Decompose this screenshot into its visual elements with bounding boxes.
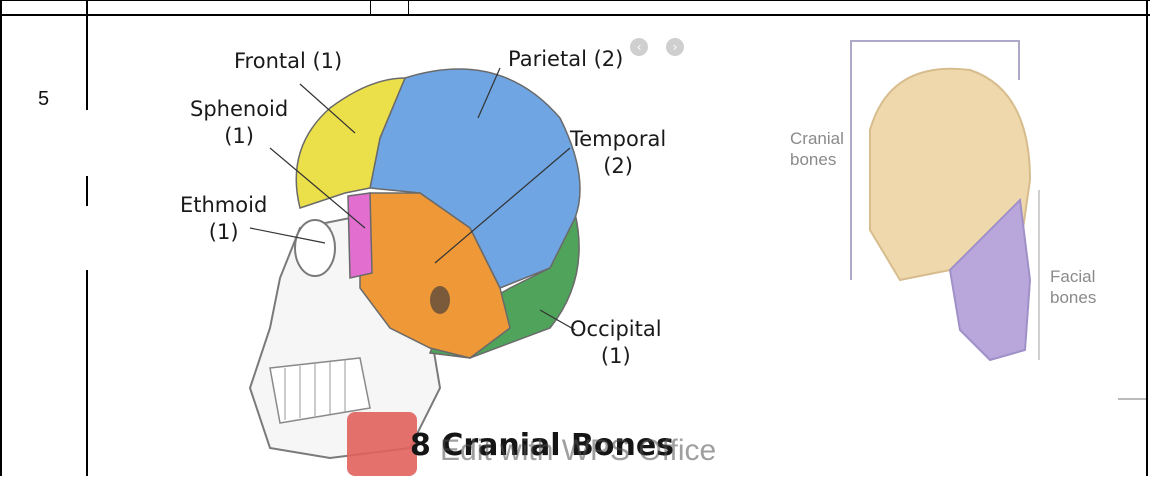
label-parietal: Parietal (2) (508, 46, 623, 73)
label-frontal: Frontal (1) (234, 48, 342, 75)
label-cranial-line-2: bones (790, 149, 844, 170)
label-occipital-line-2: (1) (570, 343, 662, 370)
label-temporal-line-1: Temporal (570, 126, 666, 153)
row-number: 5 (38, 88, 49, 111)
label-ethmoid-line-2: (1) (180, 219, 267, 246)
scroll-edge (1118, 398, 1146, 400)
label-cranial-line-1: Cranial (790, 128, 844, 149)
wps-watermark: Edit with WPS Office (440, 434, 716, 468)
table-top-border (0, 0, 1150, 1)
table-col-border-top-b (408, 0, 409, 14)
table-col-border (86, 0, 88, 110)
skull-illustration: Frontal (1) Parietal (2) Sphenoid (1) Te… (170, 28, 690, 476)
label-temporal-line-2: (2) (570, 153, 666, 180)
table-col-border-2 (86, 176, 88, 206)
label-cranial-bones: Cranial bones (790, 128, 844, 171)
label-sphenoid: Sphenoid (1) (190, 96, 288, 151)
label-ethmoid-line-1: Ethmoid (180, 192, 267, 219)
gallery-next-button[interactable]: › (666, 38, 684, 56)
sphenoid-bone (348, 193, 372, 278)
ear-canal-shape (430, 286, 450, 314)
label-sphenoid-line-1: Sphenoid (190, 96, 288, 123)
label-facial-line-1: Facial (1050, 266, 1096, 287)
label-occipital: Occipital (1) (570, 316, 662, 371)
table-col-border-3 (86, 270, 88, 476)
side-skull-illustration: Cranial bones Facial bones (780, 30, 1120, 410)
gallery-prev-button[interactable]: ‹ (630, 38, 648, 56)
label-temporal: Temporal (2) (570, 126, 666, 181)
label-sphenoid-line-2: (1) (190, 123, 288, 150)
label-occipital-line-1: Occipital (570, 316, 662, 343)
table-left-border (0, 0, 2, 476)
wps-logo-icon (347, 412, 417, 476)
table-col-border-top-a (370, 0, 371, 14)
orbit-shape (295, 220, 335, 276)
table-right-border (1146, 0, 1148, 476)
side-skull-drawing (780, 30, 1120, 410)
label-ethmoid: Ethmoid (1) (180, 192, 267, 247)
table-row-border (0, 14, 1150, 16)
label-facial-bones: Facial bones (1050, 266, 1096, 309)
label-facial-line-2: bones (1050, 287, 1096, 308)
